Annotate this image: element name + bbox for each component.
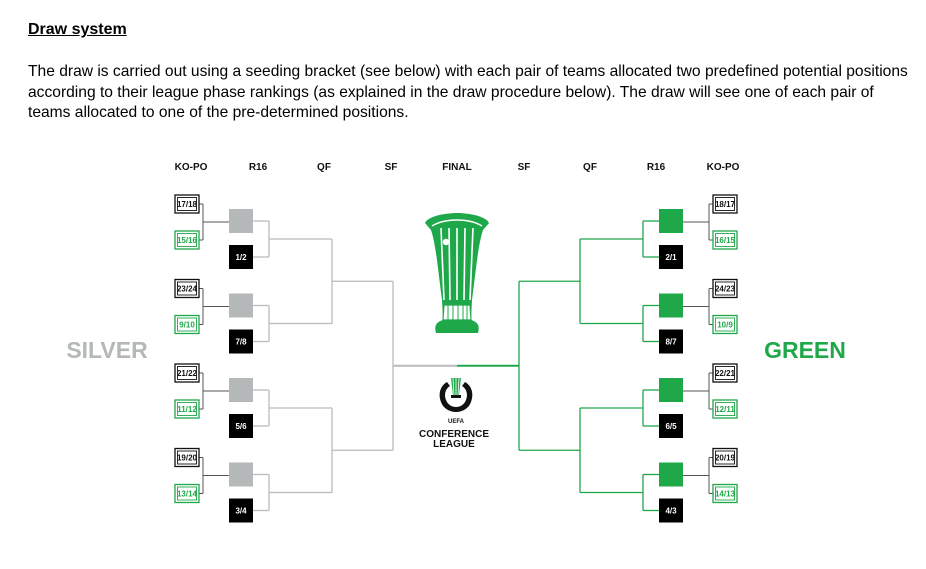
round-header-left: SF	[385, 162, 398, 173]
kopo-bottom-box-inner	[715, 486, 735, 501]
seed-label: 3/4	[235, 507, 247, 516]
kopo-top-box-inner	[177, 281, 197, 296]
kopo-bottom-box	[712, 230, 738, 250]
seed-box	[659, 414, 683, 438]
seed-label: 5/6	[235, 422, 247, 431]
seed-label: 4/3	[665, 507, 677, 516]
kopo-bottom-box	[712, 314, 738, 335]
seed-box	[229, 329, 253, 354]
kopo-bottom-box-inner	[177, 402, 197, 416]
kopo-label: 22/21	[715, 369, 736, 378]
round-headers: KO-PO R16 QF SF FINAL SF QF R16 KO-PO	[175, 162, 740, 173]
seed-box	[659, 498, 683, 523]
kopo-label: 10/9	[717, 321, 733, 330]
kopo-bottom-box	[174, 483, 200, 504]
kopo-top-box	[174, 278, 200, 299]
seed-label: 7/8	[235, 338, 247, 347]
r16-slot-box	[659, 378, 683, 402]
kopo-top-box	[712, 194, 738, 214]
seed-box	[229, 245, 253, 269]
bracket-boxes: 17/18 15/16 1/2 23/24 9/10 7/8 21/22 11/12 5/6 19…	[174, 194, 738, 523]
league-text: LEAGUE	[433, 439, 475, 450]
kopo-bottom-box-inner	[177, 233, 197, 247]
silver-side-label: SILVER	[66, 337, 148, 363]
kopo-top-box-inner	[177, 197, 197, 211]
bracket-lines	[199, 203, 713, 512]
section-heading: Draw system	[28, 21, 127, 38]
kopo-label: 23/24	[177, 285, 198, 294]
r16-slot-box	[229, 462, 253, 487]
kopo-bottom-box-inner	[715, 317, 735, 332]
r16-slot-box	[659, 209, 683, 233]
kopo-bottom-box	[174, 399, 200, 419]
kopo-bottom-box-inner	[177, 317, 197, 332]
kopo-label: 17/18	[177, 200, 198, 209]
kopo-label: 15/16	[177, 236, 198, 245]
r16-slot-box	[229, 293, 253, 318]
kopo-top-box-inner	[177, 450, 197, 465]
seed-label: 1/2	[235, 253, 247, 262]
conference-league-trophy-icon	[425, 213, 489, 333]
uefa-text: UEFA	[448, 419, 465, 425]
kopo-bottom-box-inner	[715, 233, 735, 247]
round-header-right: R16	[647, 162, 666, 173]
r16-slot-box	[659, 462, 683, 487]
kopo-top-box-inner	[715, 450, 735, 465]
r16-slot-box	[659, 293, 683, 318]
kopo-top-box-inner	[715, 197, 735, 211]
kopo-bottom-box	[712, 483, 738, 504]
uefa-conference-league-logo-icon: UEFA CONFERENCE LEAGUE	[419, 377, 489, 450]
kopo-top-box	[712, 447, 738, 468]
kopo-label: 21/22	[177, 369, 198, 378]
kopo-label: 13/14	[177, 490, 198, 499]
round-header-left: R16	[249, 162, 268, 173]
kopo-label: 16/15	[715, 236, 736, 245]
r16-slot-box	[229, 378, 253, 402]
kopo-top-box-inner	[177, 366, 197, 380]
seed-label: 6/5	[665, 422, 677, 431]
round-header-left: KO-PO	[175, 162, 208, 173]
round-header-left: QF	[317, 162, 331, 173]
round-header-right: QF	[583, 162, 597, 173]
kopo-bottom-box	[174, 314, 200, 335]
seed-label: 8/7	[665, 338, 677, 347]
kopo-label: 9/10	[179, 321, 195, 330]
round-header-right: KO-PO	[707, 162, 740, 173]
seed-box	[659, 329, 683, 354]
kopo-top-box	[174, 363, 200, 383]
kopo-top-box	[712, 278, 738, 299]
kopo-top-box	[174, 447, 200, 468]
kopo-label: 11/12	[177, 405, 197, 414]
conference-text: CONFERENCE	[419, 429, 489, 440]
kopo-bottom-box	[174, 230, 200, 250]
intro-paragraph: The draw is carried out using a seeding …	[28, 63, 908, 121]
kopo-label: 18/17	[715, 200, 736, 209]
round-header-final: FINAL	[442, 162, 471, 173]
green-side-label: GREEN	[764, 337, 846, 363]
kopo-top-box-inner	[715, 366, 735, 380]
round-header-right: SF	[518, 162, 531, 173]
kopo-label: 12/11	[715, 405, 735, 414]
r16-slot-box	[229, 209, 253, 233]
seed-label: 2/1	[665, 253, 677, 262]
seed-box	[659, 245, 683, 269]
kopo-label: 24/23	[715, 285, 736, 294]
kopo-bottom-box-inner	[177, 486, 197, 501]
kopo-bottom-box	[712, 399, 738, 419]
seed-box	[229, 498, 253, 523]
kopo-label: 20/19	[715, 454, 736, 463]
kopo-bottom-box-inner	[715, 402, 735, 416]
kopo-label: 14/13	[715, 490, 736, 499]
kopo-top-box	[174, 194, 200, 214]
kopo-label: 19/20	[177, 454, 198, 463]
kopo-top-box	[712, 363, 738, 383]
seed-box	[229, 414, 253, 438]
kopo-top-box-inner	[715, 281, 735, 296]
